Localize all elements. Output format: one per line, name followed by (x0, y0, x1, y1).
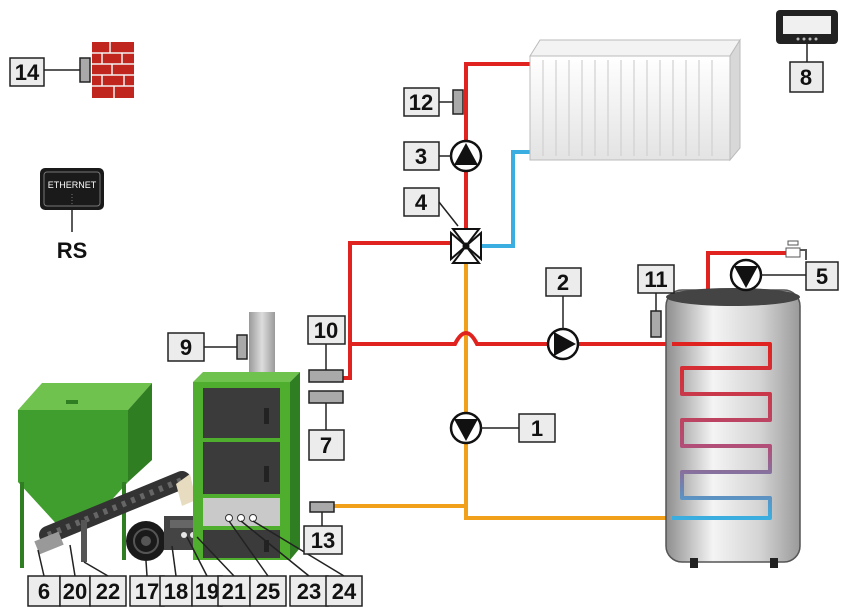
sensor-11-icon (650, 310, 662, 338)
pump-2-icon (546, 327, 580, 361)
ethernet-module-icon: ETHERNET (40, 168, 104, 210)
hot-water-tank (665, 288, 801, 568)
radiator (529, 38, 741, 162)
sensor-13-icon (309, 501, 335, 513)
label-22: 22 (96, 579, 120, 604)
tank-coil (672, 342, 772, 520)
label-5: 5 (816, 264, 828, 289)
label-13: 13 (311, 528, 335, 553)
label-12: 12 (409, 90, 433, 115)
tank-flow-pipe (350, 331, 672, 346)
label-18: 18 (164, 579, 188, 604)
pump-1-icon (449, 411, 483, 445)
supply-pipe-radiator (464, 62, 532, 232)
leader-lines (37, 69, 806, 577)
label-14: 14 (15, 60, 40, 85)
sensor-7-icon (308, 390, 344, 404)
label-4: 4 (415, 190, 428, 215)
brick-wall-icon (92, 42, 134, 98)
label-6: 6 (38, 579, 50, 604)
return-pipe-tank (464, 506, 670, 520)
number-labels: 14 12 3 4 1 2 5 11 8 9 10 7 13 RS 6 20 2… (9, 57, 839, 607)
label-24: 24 (332, 579, 357, 604)
flow-pipe-boiler (327, 241, 462, 380)
tap-icon (785, 240, 807, 266)
hot-water-pipe (706, 251, 790, 296)
label-21: 21 (222, 579, 246, 604)
pump-5-icon (729, 258, 763, 292)
mixing-valve-icon (450, 228, 482, 264)
pellet-hopper (18, 383, 152, 568)
label-2: 2 (557, 270, 569, 295)
boiler (193, 312, 300, 560)
sensor-9-icon (236, 334, 248, 360)
label-20: 20 (63, 579, 87, 604)
label-11: 11 (644, 267, 667, 292)
burner-fan (126, 516, 204, 561)
pump-3-icon (449, 139, 483, 173)
sensor-10-icon (308, 369, 344, 383)
label-19: 19 (195, 579, 219, 604)
label-3: 3 (415, 144, 427, 169)
auger (34, 471, 196, 562)
label-1: 1 (531, 416, 543, 441)
label-23: 23 (297, 579, 321, 604)
label-8: 8 (800, 65, 812, 90)
radiator-fins (542, 60, 713, 156)
chimney (249, 312, 275, 376)
label-17: 17 (135, 579, 159, 604)
radiator-return-pipe (476, 150, 532, 248)
label-rs: RS (57, 238, 88, 263)
label-25: 25 (256, 579, 280, 604)
sensor-12-icon (452, 89, 464, 115)
room-panel-icon (776, 10, 838, 44)
label-7: 7 (320, 433, 332, 458)
label-9: 9 (180, 335, 192, 360)
label-10: 10 (314, 318, 338, 343)
ethernet-module-text: ETHERNET (48, 180, 97, 190)
sensor-14-icon (79, 57, 91, 83)
